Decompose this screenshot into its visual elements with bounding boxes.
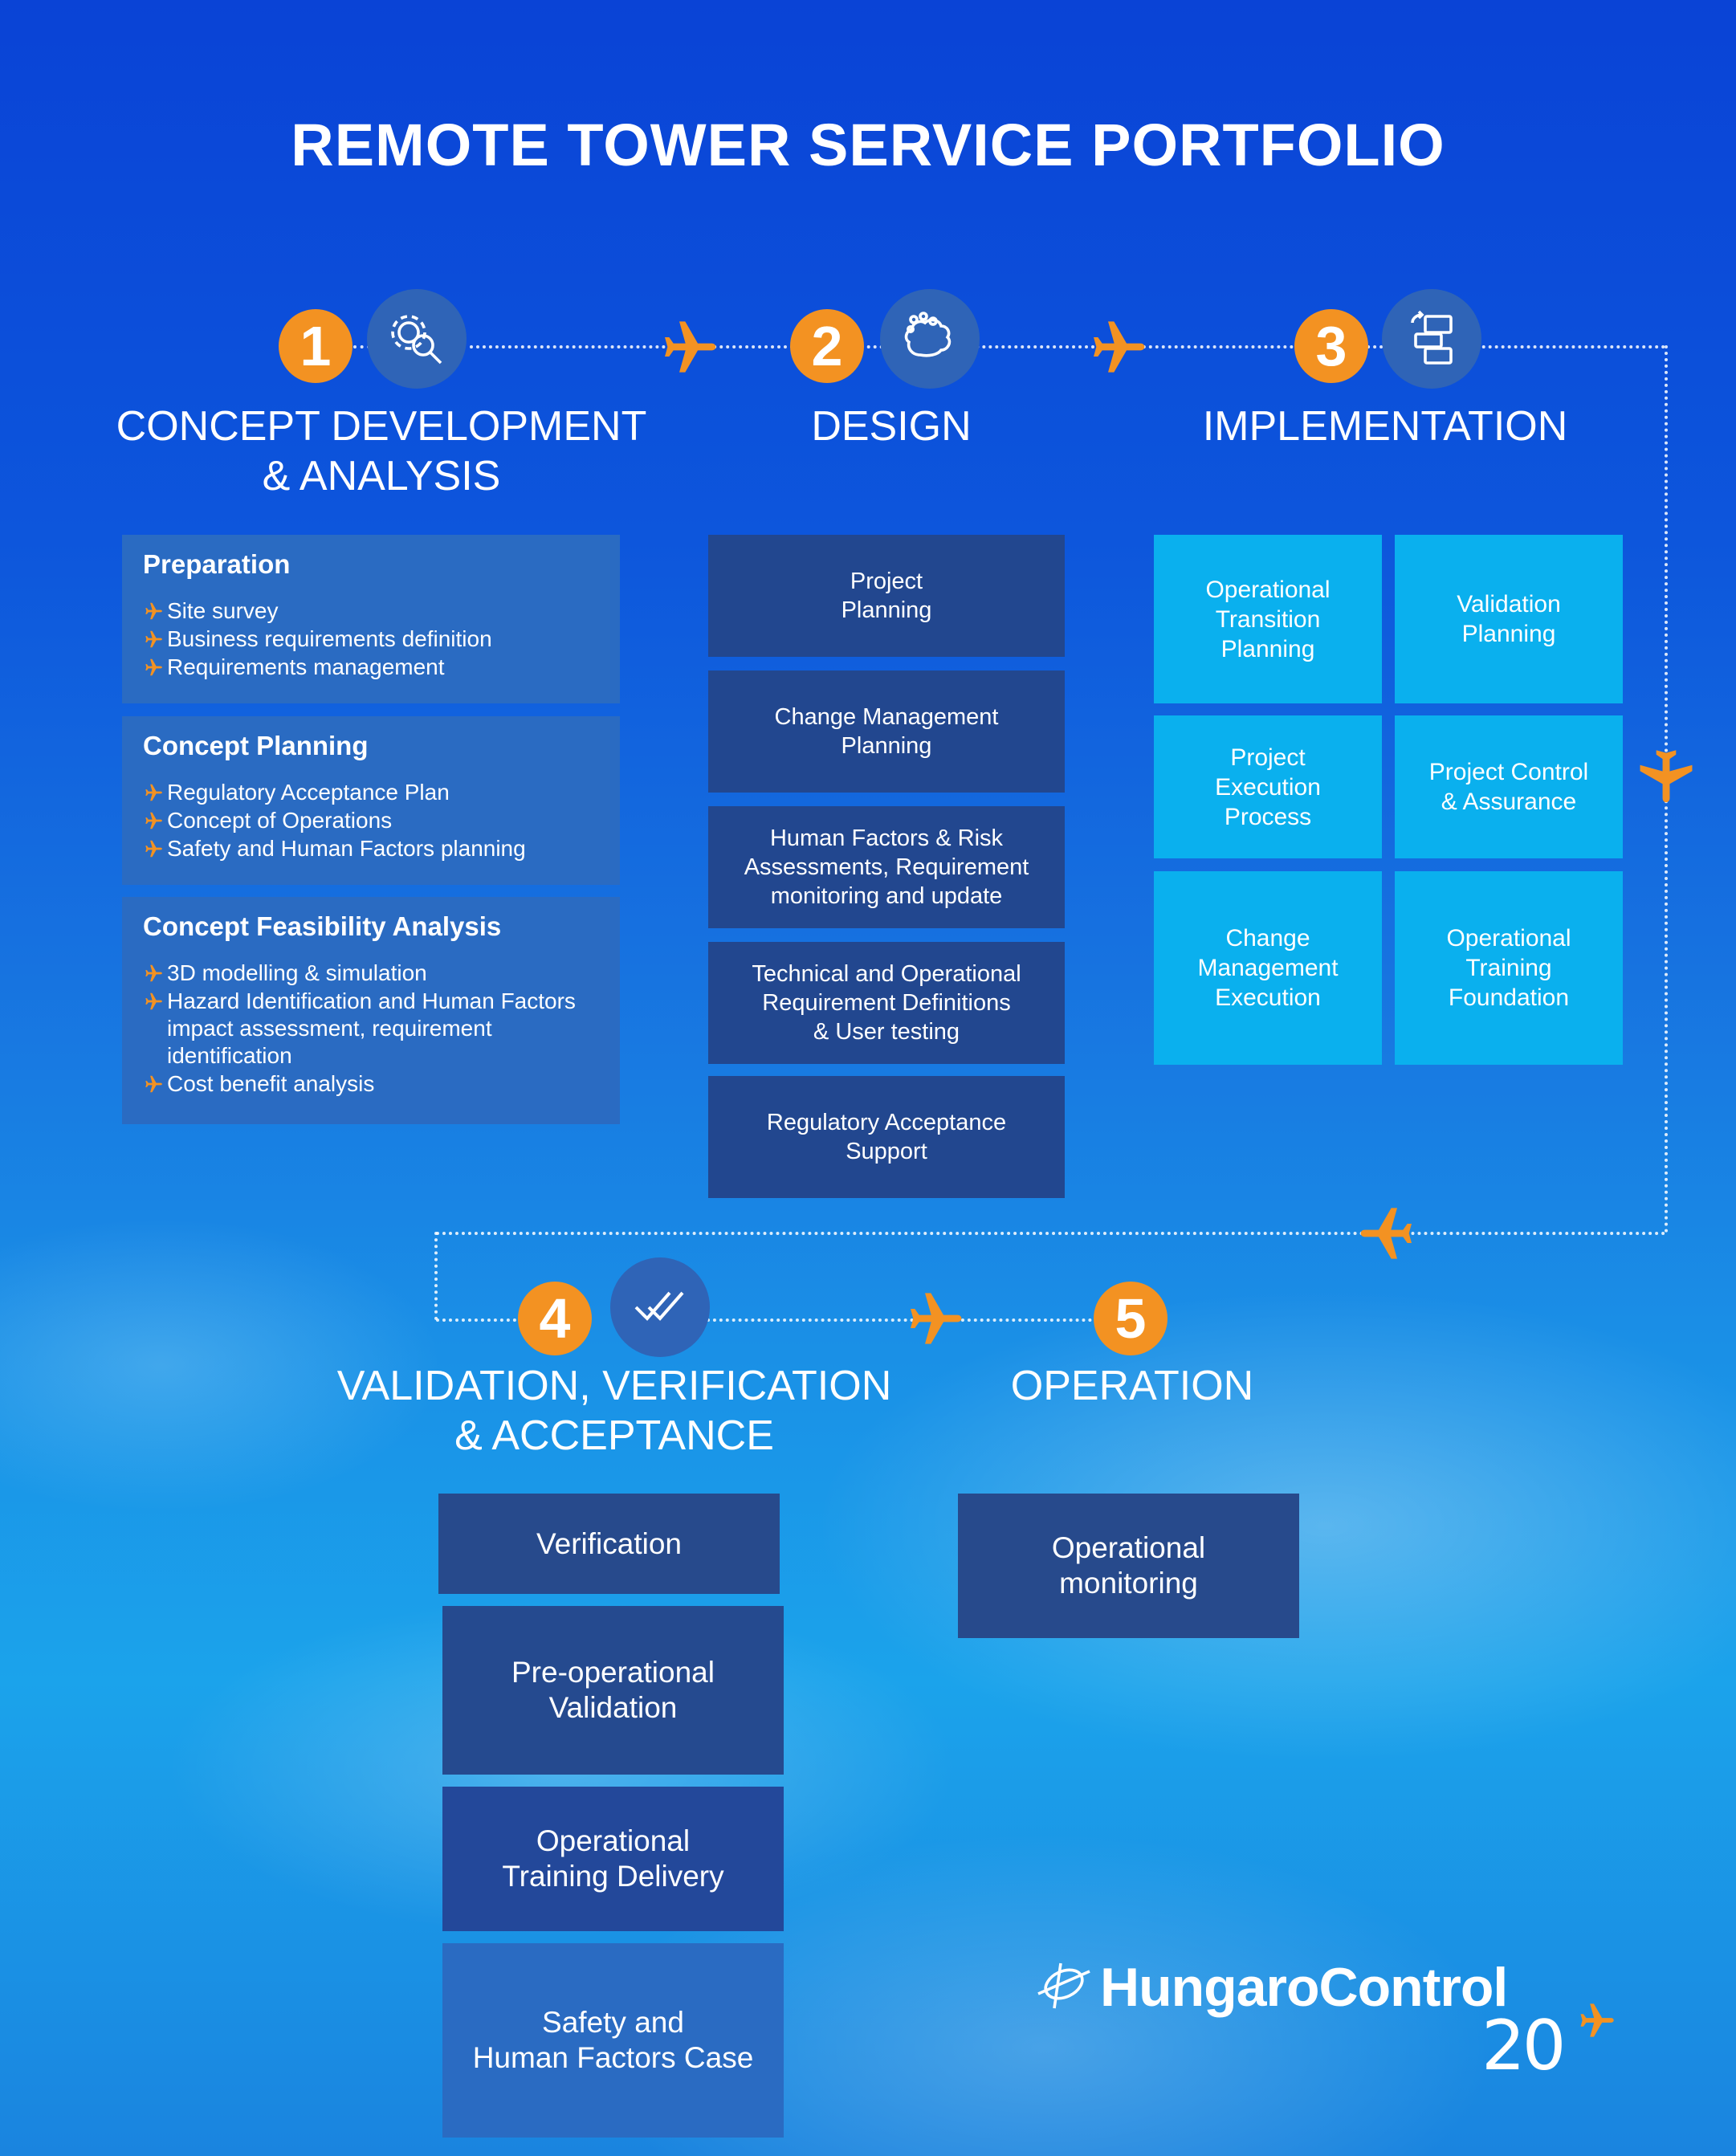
step-number: 5 [1094, 1282, 1168, 1355]
list-item: Business requirements definition [143, 626, 602, 653]
concept-box-feasibility: Concept Feasibility Analysis 3D modellin… [122, 897, 620, 1124]
document-refresh-icon [1382, 289, 1481, 389]
vva-box: Safety and Human Factors Case [442, 1943, 784, 2138]
stage-title-operation: OPERATION [1010, 1363, 1254, 1409]
list-item: 3D modelling & simulation [143, 960, 602, 987]
connector [436, 1232, 1666, 1235]
stage-title-implementation: IMPLEMENTATION [1202, 403, 1568, 450]
list-item: Site survey [143, 597, 602, 625]
stage-title-design: DESIGN [811, 403, 972, 450]
plane-icon [1360, 1208, 1412, 1259]
step-number: 4 [518, 1282, 592, 1355]
design-box: Human Factors & Risk Assessments, Requir… [708, 806, 1065, 928]
list-item: Safety and Human Factors planning [143, 835, 602, 862]
plane-icon [1094, 321, 1145, 373]
box-heading: Concept Planning [143, 731, 369, 760]
double-check-icon [610, 1257, 710, 1357]
list-item: Concept of Operations [143, 807, 602, 834]
plane-bullet-icon [145, 992, 162, 1010]
plane-bullet-icon [145, 840, 162, 858]
implementation-box: Operational Training Foundation [1395, 871, 1623, 1065]
connector [470, 345, 1666, 348]
design-box: Project Planning [708, 535, 1065, 657]
design-box: Regulatory Acceptance Support [708, 1076, 1065, 1198]
vva-box: Operational Training Delivery [442, 1787, 784, 1931]
vva-box: Pre-operational Validation [442, 1606, 784, 1775]
step-number: 2 [790, 309, 864, 383]
logo-wordmark: HungaroControl [1100, 1957, 1508, 2018]
implementation-box: Project Execution Process [1154, 715, 1382, 858]
step-number: 1 [279, 309, 352, 383]
gear-magnifier-icon [367, 289, 467, 389]
concept-box-preparation: Preparation Site survey Business require… [122, 535, 620, 703]
box-heading: Concept Feasibility Analysis [143, 911, 502, 941]
design-box: Technical and Operational Requirement De… [708, 942, 1065, 1064]
plane-icon [1580, 2003, 1614, 2037]
connector [707, 1318, 1092, 1322]
plane-bullet-icon [145, 784, 162, 801]
stage-title-concept: CONCEPT DEVELOPMENT & ANALYSIS [116, 403, 647, 499]
connector [436, 1318, 516, 1322]
design-box: Change Management Planning [708, 670, 1065, 793]
hungarocontrol-logo-icon [1037, 1962, 1090, 2009]
plane-icon [665, 321, 716, 373]
vva-box: Verification [438, 1494, 780, 1594]
plane-bullet-icon [145, 964, 162, 982]
plane-bullet-icon [145, 630, 162, 648]
plane-bullet-icon [145, 602, 162, 620]
list-item: Regulatory Acceptance Plan [143, 779, 602, 806]
list-item: Cost benefit analysis [143, 1070, 602, 1098]
operation-box: Operational monitoring [958, 1494, 1299, 1638]
plane-bullet-icon [145, 658, 162, 676]
implementation-box: Operational Transition Planning [1154, 535, 1382, 703]
implementation-box: Project Control & Assurance [1395, 715, 1623, 858]
concept-box-planning: Concept Planning Regulatory Acceptance P… [122, 716, 620, 885]
stage-title-vva: VALIDATION, VERIFICATION & ACCEPTANCE [336, 1363, 892, 1459]
plane-bullet-icon [145, 812, 162, 829]
page-title: REMOTE TOWER SERVICE PORTFOLIO [291, 112, 1445, 178]
plane-icon [911, 1293, 962, 1344]
list-item: Requirements management [143, 654, 602, 681]
implementation-box: Change Management Execution [1154, 871, 1382, 1065]
connector [353, 345, 377, 348]
list-item: Hazard Identification and Human Factors … [143, 988, 602, 1070]
brain-circuit-icon [880, 289, 980, 389]
box-heading: Preparation [143, 549, 291, 579]
plane-icon [1640, 750, 1693, 803]
logo-badge: 20 [1481, 2006, 1566, 2086]
plane-bullet-icon [145, 1075, 162, 1093]
step-number: 3 [1294, 309, 1368, 383]
connector [434, 1232, 438, 1320]
implementation-box: Validation Planning [1395, 535, 1623, 703]
